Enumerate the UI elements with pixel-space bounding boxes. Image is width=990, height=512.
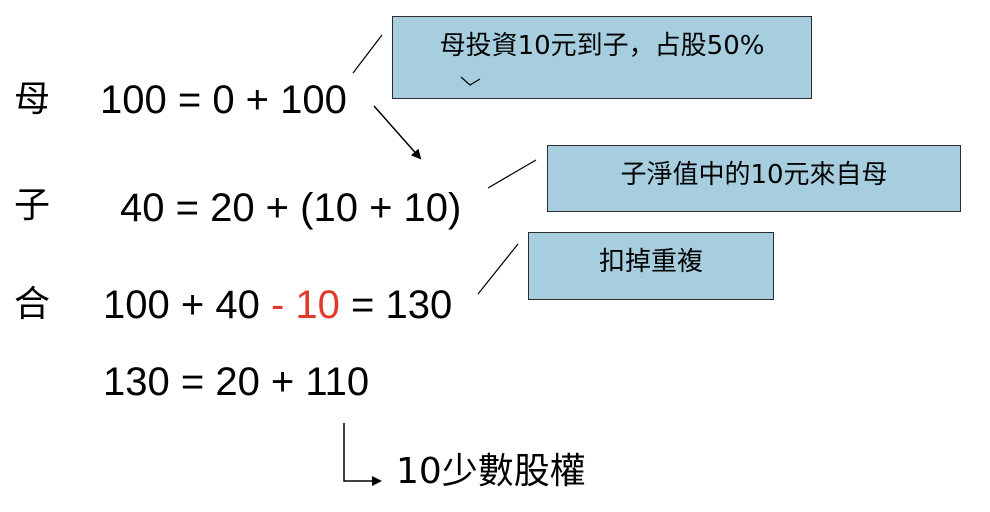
callout-deduct: 扣掉重複: [528, 232, 774, 300]
minority-interest-elbow-arrow: [343, 423, 382, 486]
result-equation: 130 = 20 + 110: [103, 360, 370, 404]
callout-invest-leader: [352, 34, 383, 74]
callout-net-value-text: 子淨值中的10元來自母: [620, 160, 888, 190]
row-label-combined: 合: [14, 284, 51, 325]
combined-equation-minus: - 10: [270, 283, 340, 327]
mother-equation: 100 = 0 + 100: [100, 78, 347, 122]
row-label-child: 子: [14, 185, 51, 226]
callout-deduct-text: 扣掉重複: [598, 247, 703, 277]
callout-invest: 母投資10元到子，占股50%: [392, 16, 812, 99]
combined-equation-part2: = 130: [351, 283, 453, 327]
callout-deduct-leader: [477, 243, 519, 295]
minority-interest-note: 10少數股權: [396, 451, 586, 492]
mother-to-child-arrow: [373, 105, 422, 160]
combined-equation-part1: 100 + 40: [103, 283, 260, 327]
callout-net-value-leader: [487, 159, 537, 189]
callout-invest-text: 母投資10元到子，占股50%: [439, 31, 765, 61]
row-label-mother: 母: [14, 79, 51, 120]
callout-net-value: 子淨值中的10元來自母: [547, 145, 961, 212]
child-equation: 40 = 20 + (10 + 10): [120, 186, 462, 230]
combined-equation: 100 + 40 - 10 = 130: [103, 283, 452, 327]
